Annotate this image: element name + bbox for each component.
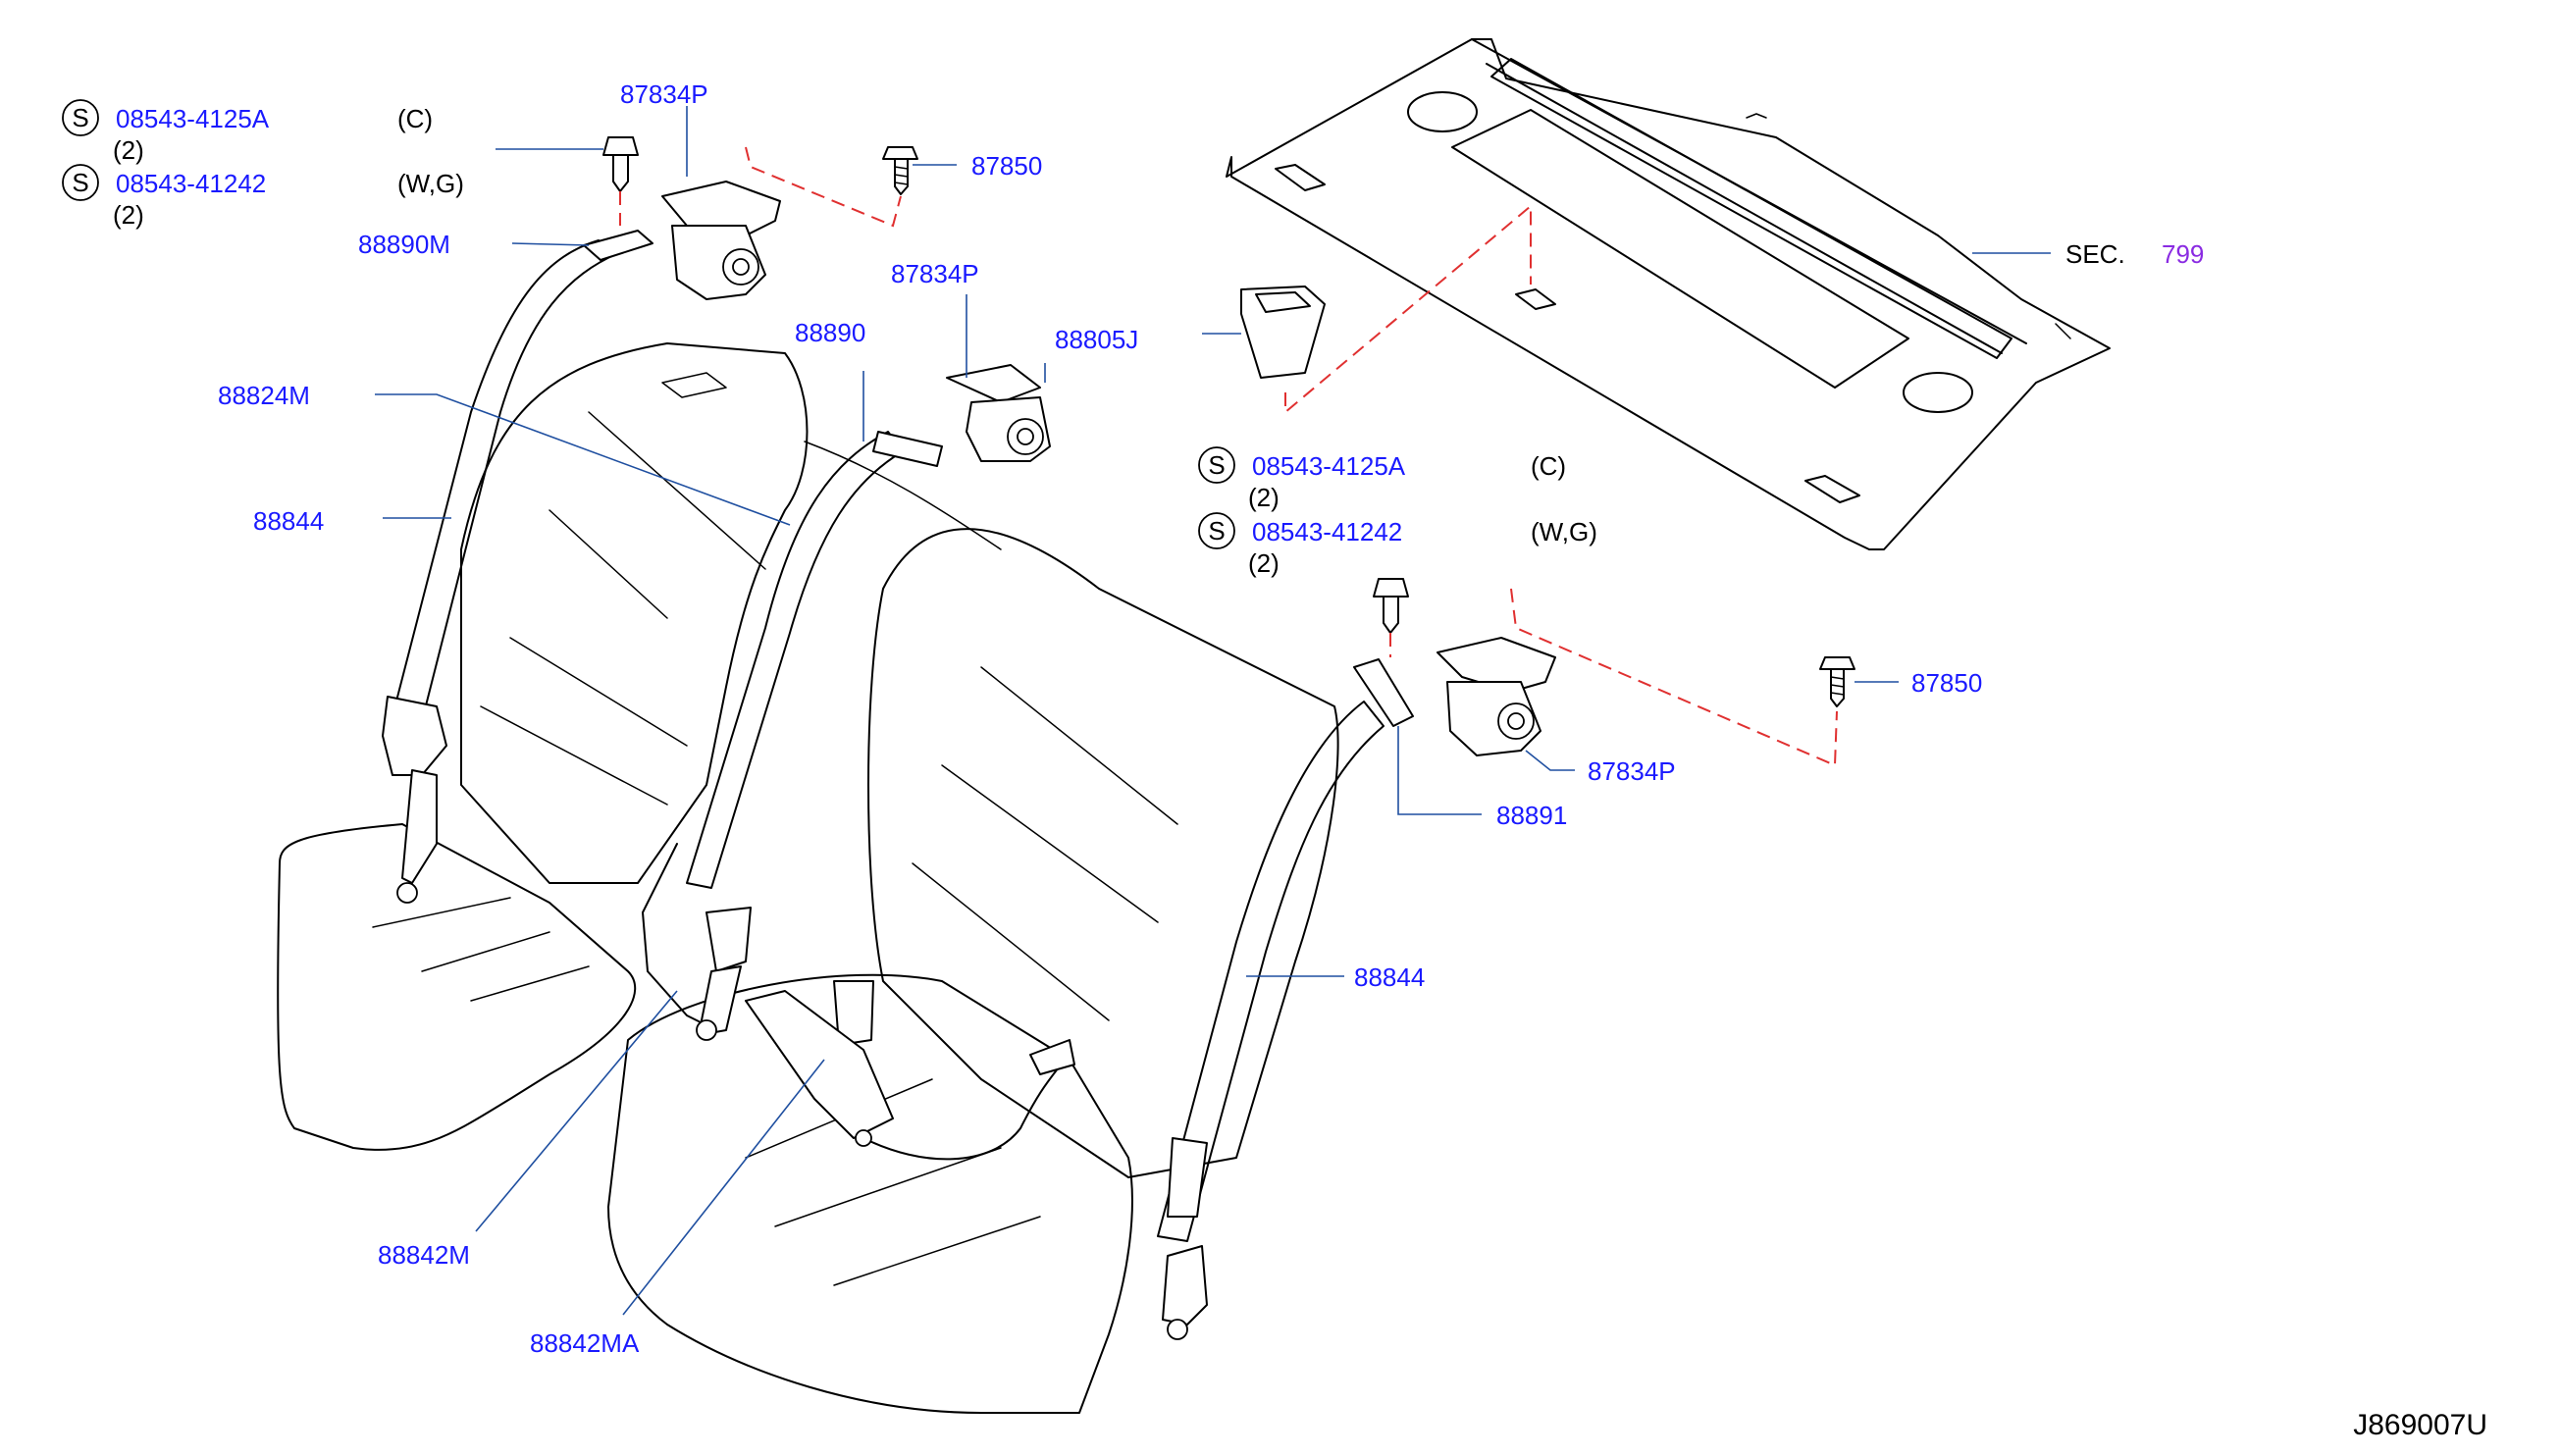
seat-belt-center xyxy=(642,364,1051,1026)
clip-fastener-top xyxy=(602,136,639,192)
part-number[interactable]: 08543-4125A xyxy=(116,104,270,133)
label-sec-prefix: SEC. xyxy=(2065,239,2125,269)
clip-fastener-right xyxy=(1373,578,1409,634)
svg-text:S: S xyxy=(72,168,88,197)
svg-text:S: S xyxy=(72,103,88,132)
svg-text:S: S xyxy=(1208,450,1225,480)
buckle-88842ma xyxy=(745,980,1075,1161)
label-88890m[interactable]: 88890M xyxy=(358,230,450,259)
part-number[interactable]: 08543-41242 xyxy=(1252,517,1402,546)
label-88842m[interactable]: 88842M xyxy=(378,1240,470,1270)
quantity: (2) xyxy=(1248,548,1280,578)
label-88805j[interactable]: 88805J xyxy=(1055,325,1138,354)
variant-code: (C) xyxy=(1531,451,1566,481)
variant-code: (W,G) xyxy=(397,169,464,198)
fastener-callout-right-1: S 08543-4125A (C) (2) xyxy=(1198,446,1566,512)
label-87850-top[interactable]: 87850 xyxy=(971,151,1042,181)
standard-part-symbol xyxy=(62,99,99,136)
quantity: (2) xyxy=(1248,483,1280,512)
label-87850-right[interactable]: 87850 xyxy=(1911,668,1982,698)
bolt-87850-right xyxy=(1819,656,1855,707)
seat-cushion-left xyxy=(277,823,637,1151)
retractor-left-top xyxy=(661,181,781,300)
variant-code: (W,G) xyxy=(1531,517,1597,546)
fastener-callout-top-left-2: S 08543-41242 (W,G) (2) xyxy=(62,164,464,230)
standard-part-symbol xyxy=(62,164,99,201)
seat-back-right xyxy=(804,441,1339,1178)
label-87834p-mid[interactable]: 87834P xyxy=(891,259,979,288)
seat-back-left xyxy=(460,342,809,884)
part-labels: 87834P 87850 88890M 87834P 88890 88805J … xyxy=(218,79,2204,1358)
seat-belt-right-outer xyxy=(1157,701,1384,1340)
buckle-88842m xyxy=(696,907,752,1041)
quantity: (2) xyxy=(113,200,144,230)
rear-parcel-shelf xyxy=(1226,38,2111,550)
part-number[interactable]: 08543-4125A xyxy=(1252,451,1406,481)
phantom-lines xyxy=(619,146,1838,767)
bolt-87850-top xyxy=(882,146,918,195)
fastener-callout-right-2: S 08543-41242 (W,G) (2) xyxy=(1198,512,1597,578)
standard-part-symbol xyxy=(1198,512,1235,549)
label-88844-left[interactable]: 88844 xyxy=(253,506,324,536)
trim-cap-88805j xyxy=(1240,286,1326,379)
label-87834p-top[interactable]: 87834P xyxy=(620,79,708,109)
retractor-right xyxy=(1437,637,1556,756)
label-sec-799[interactable]: 799 xyxy=(2162,239,2204,269)
belt-guide-88891 xyxy=(1353,658,1414,727)
label-87834p-right[interactable]: 87834P xyxy=(1588,756,1676,786)
part-number[interactable]: 08543-41242 xyxy=(116,169,266,198)
diagram-id: J869007U xyxy=(2353,1409,2487,1441)
svg-text:S: S xyxy=(1208,516,1225,546)
label-88824m[interactable]: 88824M xyxy=(218,381,310,410)
leader-lines xyxy=(375,106,2051,1316)
fastener-callout-top-left-1: S 08543-4125A (C) (2) xyxy=(62,99,433,165)
label-88842ma[interactable]: 88842MA xyxy=(530,1328,640,1358)
quantity: (2) xyxy=(113,135,144,165)
seat-belt-left-outer xyxy=(382,239,619,904)
label-88890[interactable]: 88890 xyxy=(795,318,865,347)
seat-cushion-right xyxy=(607,973,1133,1414)
variant-code: (C) xyxy=(397,104,433,133)
label-88844-right[interactable]: 88844 xyxy=(1354,962,1425,992)
belt-guide-88890m xyxy=(583,230,653,261)
standard-part-symbol xyxy=(1198,446,1235,484)
label-88891[interactable]: 88891 xyxy=(1496,801,1567,830)
